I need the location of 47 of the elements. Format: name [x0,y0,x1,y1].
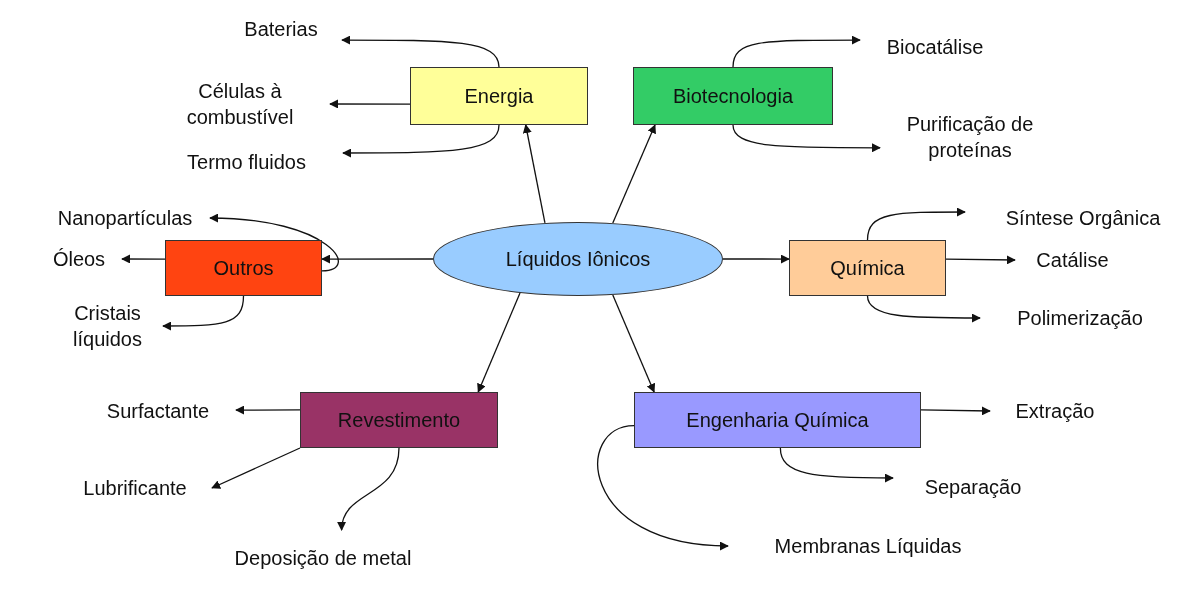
arrow [338,447,400,531]
arrow [321,254,434,264]
application-label: Membranas Líquidas [728,531,1008,561]
application-label: Biocatálise [860,32,1010,62]
arrow [866,207,966,241]
topic-ellipse: Líquidos Iônicos [433,222,723,296]
application-label: Deposição de metal [230,530,416,586]
application-label: Síntese Orgânica [965,203,1201,233]
arrow [235,405,301,415]
arrow [209,213,339,272]
application-label: Nanopartículas [40,203,210,233]
category-box: Engenharia Química [634,392,921,448]
application-label: Catálise [1015,245,1130,275]
arrow [342,124,500,158]
arrow [522,124,546,224]
application-label: Polimerização [980,303,1180,333]
application-label: Cristais líquidos [52,298,163,354]
arrow [920,406,991,416]
application-label: Lubrificante [58,473,212,503]
category-box: Outros [165,240,322,296]
arrow [211,447,301,489]
arrow [945,255,1016,265]
arrow [341,35,500,68]
category-box: Revestimento [300,392,498,448]
arrow [597,424,729,550]
application-label: Extração [990,396,1120,426]
application-label: Separação [893,472,1053,502]
arrow [162,295,245,331]
arrow [732,35,861,68]
arrow [477,292,521,393]
application-label: Baterias [220,14,342,44]
application-label: Termo fluidos [150,147,343,177]
category-box: Energia [410,67,588,125]
arrow [722,254,790,264]
arrow [121,254,166,264]
application-label: Purificação de proteínas [880,110,1060,164]
arrow [612,294,656,393]
arrow [329,99,411,109]
category-box: Biotecnologia [633,67,833,125]
application-label: Surfactante [80,396,236,426]
category-box: Química [789,240,946,296]
arrow [732,124,881,153]
arrow [612,124,656,224]
arrow [866,295,981,323]
application-label: Óleos [36,244,122,274]
arrow [779,447,894,483]
application-label: Células à combustível [150,76,330,132]
